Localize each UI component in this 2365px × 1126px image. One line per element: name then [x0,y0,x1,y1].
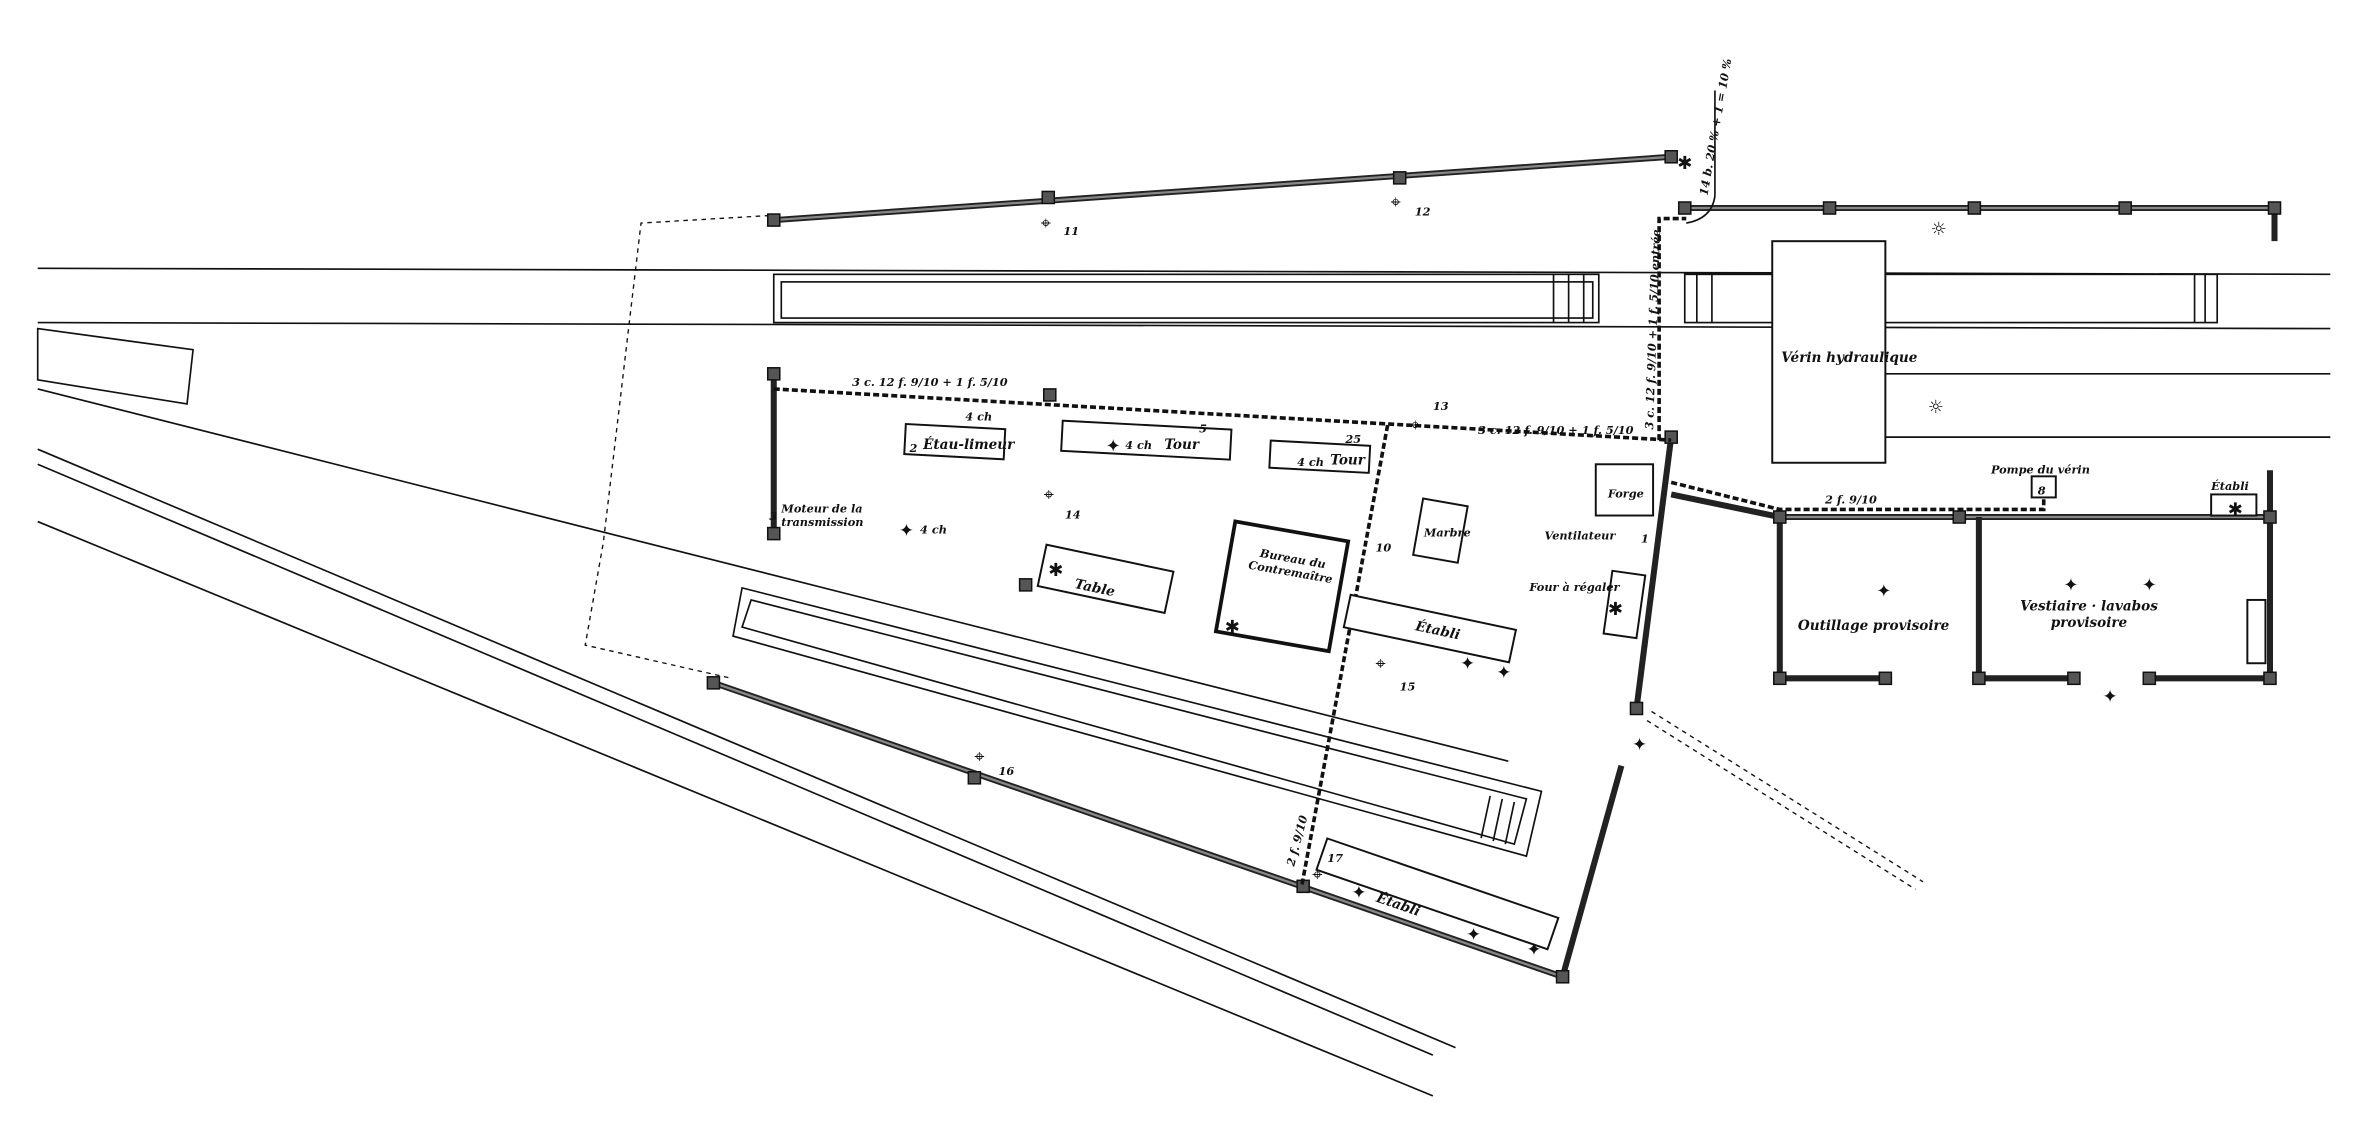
star-lamp-icon: ✦ [2063,575,2078,596]
asterisk-icon: ✱ [1608,599,1623,620]
rail-tracks [36,267,2331,1097]
lamp-icons: ⌖ ⌖ ⌖ ⌖ ⌖ ⌖ ⌖ ☼ ☼ ✦ ✦ ✦ ✦ ✦ ✦ ✦ ✦ ✦ ✦ ✦ ✦ ✱ ✱ ✱ ✱ ✱ [899,153,2243,961]
lamp-number: 16 [998,764,1014,778]
cable-label-2: 3 c. 12 f. 9/10 + 1 f. 5/10 [1478,423,1634,437]
lamp-icon: ⌖ [1041,213,1051,234]
star-lamp-icon: ✦ [2103,686,2118,707]
power-label: 4 ch [920,523,947,537]
label-forge: Forge [1607,486,1644,500]
asterisk-icon: ✱ [2228,500,2243,521]
machine-number: 8 [2038,483,2046,497]
machine-number: 25 [1344,432,1361,446]
label-verin: Vérin hydraulique [1781,350,1917,366]
sun-lamp-icon: ☼ [1931,219,1947,240]
label-ventilateur: Ventilateur [1544,529,1616,543]
machine-number: 2 [908,441,917,455]
lamp-icon: ⌖ [1410,415,1420,436]
label-etabli-3: Établi [2210,479,2249,493]
label-tour-1: Tour [1164,437,1199,453]
lamp-icon: ⌖ [974,747,984,768]
star-lamp-icon: ✦ [1526,940,1541,961]
lamp-number: 11 [1063,224,1079,238]
star-lamp-icon: ✦ [1351,882,1366,903]
inspection-pits [732,273,2219,858]
cable-label-1: 3 c. 12 f. 9/10 + 1 f. 5/10 [852,375,1008,389]
star-lamp-icon: ✦ [1466,925,1481,946]
asterisk-icon: ✱ [1225,617,1240,638]
star-lamp-icon: ✦ [899,521,914,542]
lamp-number: 14 [1065,508,1081,522]
lamp-icon: ⌖ [1044,484,1054,505]
star-lamp-icon: ✦ [1496,662,1511,683]
machine-number: 5 [1199,422,1207,436]
lamp-number: 13 [1433,399,1449,413]
machine-number: 3 [769,509,777,523]
label-tour-2: Tour [1330,452,1365,468]
lamp-icon: ⌖ [1391,192,1401,213]
label-outillage: Outillage provisoire [1798,618,1950,634]
label-marbre: Marbre [1423,526,1471,540]
cable-label-3: 2 f. 9/10 [1824,492,1877,506]
power-label: 4 ch [1297,455,1324,469]
power-label: 4 ch [965,410,992,424]
label-etau-limeur: Étau-limeur [922,437,1015,453]
walls [712,90,2278,980]
star-lamp-icon: ✦ [2142,575,2157,596]
machine-number: 1 [1641,532,1649,546]
lamp-number: 15 [1400,679,1416,693]
boundary-line [1651,710,1924,883]
lamp-number: 17 [1327,851,1343,865]
label-four: Four à régaler [1528,580,1620,594]
equipment [903,240,2267,951]
lamp-icon: ⌖ [1376,653,1386,674]
label-vestiaire: Vestiaire · lavabos provisoire [2020,599,2158,632]
asterisk-icon: ✱ [1677,153,1692,174]
star-lamp-icon: ✦ [1460,653,1475,674]
asterisk-icon: ✱ [1048,560,1063,581]
star-lamp-icon: ✦ [1876,581,1891,602]
label-pompe: Pompe du vérin [1990,462,2090,476]
property-boundary [584,214,770,679]
label-moteur: Moteur de la transmission [781,501,864,530]
sun-lamp-icon: ☼ [1928,397,1944,418]
star-lamp-icon: ✦ [1106,436,1121,457]
cable-label-5: 2 f. 9/10 [1283,814,1310,869]
wall-posts [706,149,2282,984]
cable-label-4: 3 c. 12 f. 9/10 + 1 f. 5/10 entrée [1642,229,1663,430]
lamp-number: 10 [1376,541,1392,555]
electric-cables [773,216,2046,887]
star-lamp-icon: ✦ [1632,735,1647,756]
lamp-number: 12 [1415,205,1431,219]
lamp-icon: ⌖ [1312,864,1322,885]
power-label: 4 ch [1125,438,1152,452]
